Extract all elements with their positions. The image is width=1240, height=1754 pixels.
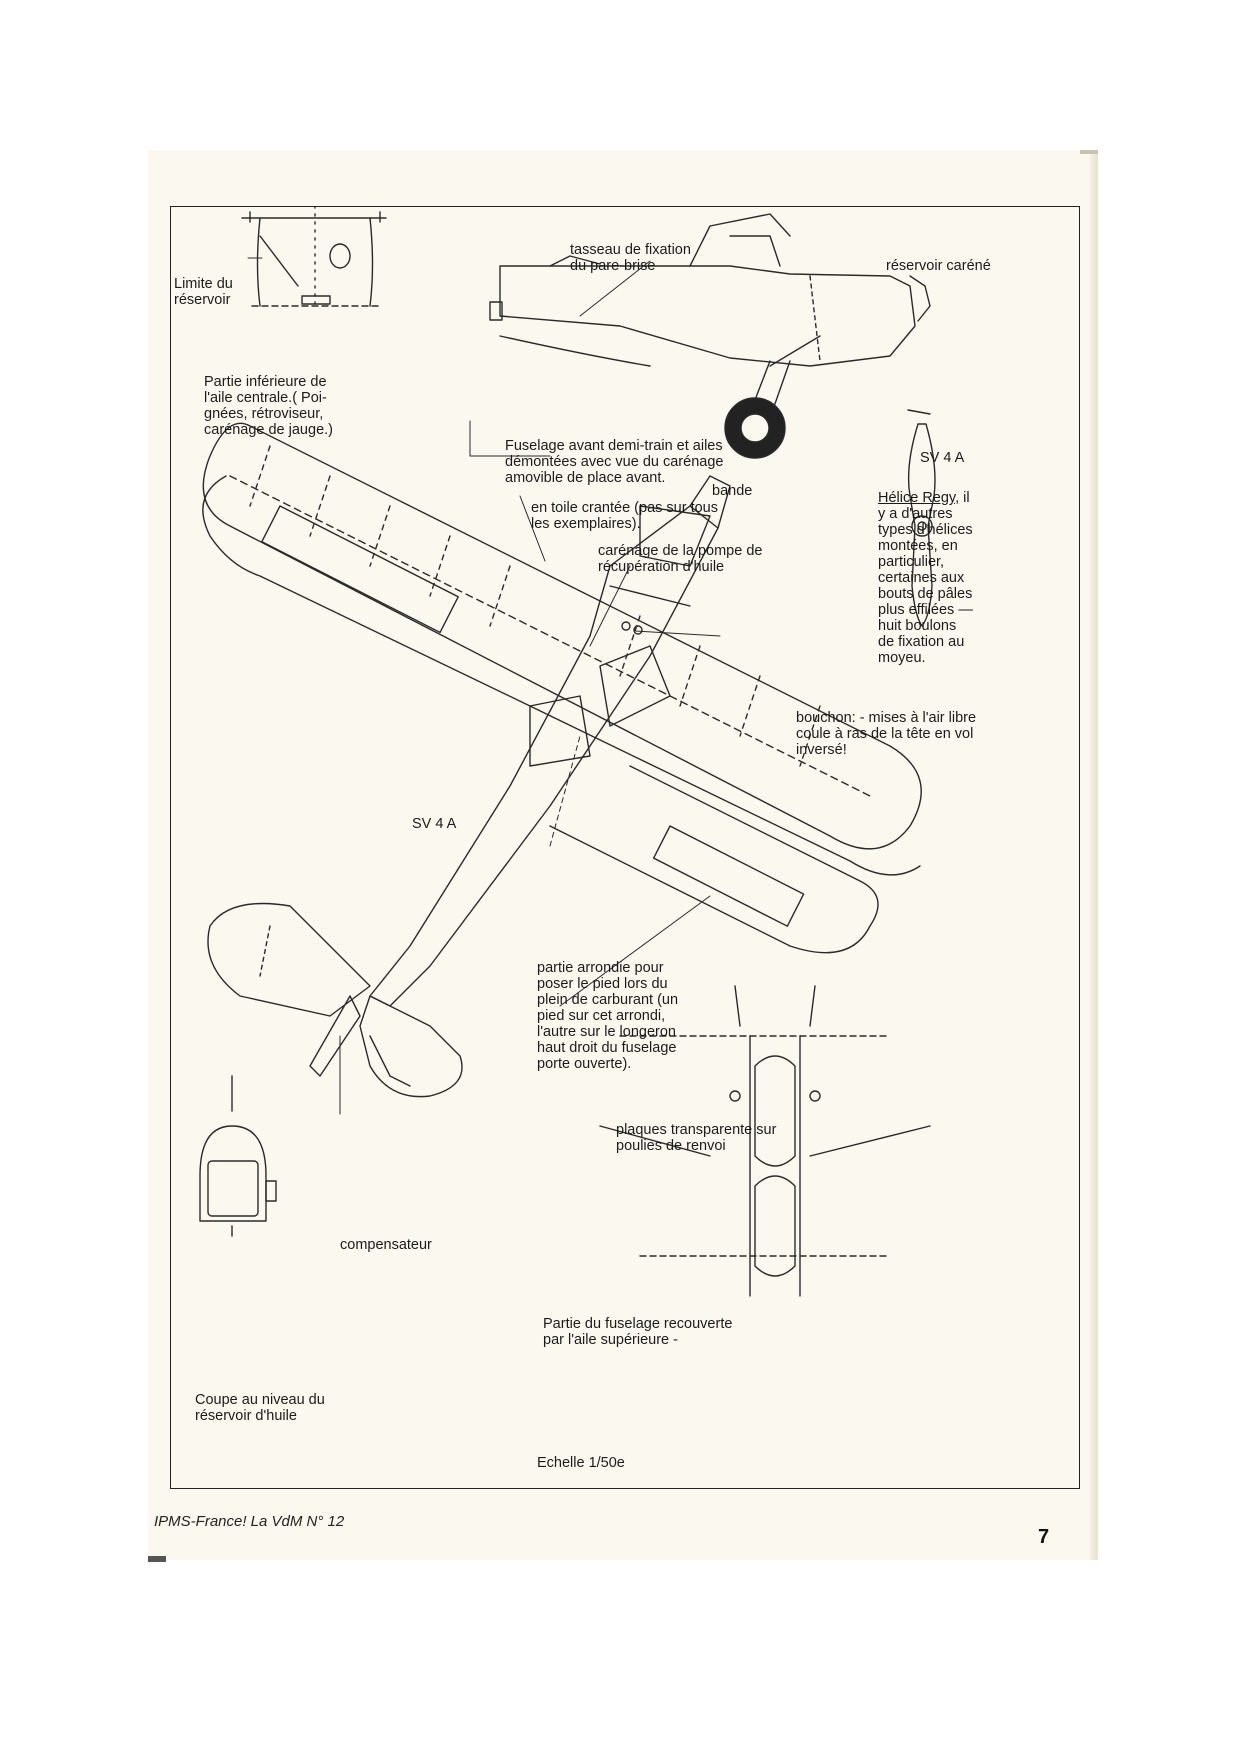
cockpit-fuselage-detail	[599, 985, 931, 1297]
label-bouchon: bouchon: - mises à l'air libre coule à r…	[796, 710, 977, 758]
leader-lines	[247, 257, 721, 1115]
label-fuselage-avant: Fuselage avant demi-train et ailes démon…	[505, 438, 724, 486]
upper-wing-plan	[202, 422, 922, 850]
label-partie-fuselage: Partie du fuselage recouverte par l'aile…	[543, 1316, 733, 1348]
label-sv4a-plan: SV 4 A	[412, 816, 457, 832]
page-sheet	[148, 150, 1098, 1560]
footer-source: IPMS-France! La VdM N° 12	[154, 1513, 345, 1530]
oil-tank-section	[199, 1075, 277, 1237]
lower-wing-plan	[202, 475, 921, 954]
label-carenage-pompe: carénage de la pompe de récupération d'h…	[598, 543, 763, 575]
label-partie-inferieure: Partie inférieure de l'aile centrale.( P…	[204, 374, 333, 438]
helice-text: il y a d'autres types d'hélices montées,…	[878, 490, 973, 666]
label-tasseau: tasseau de fixation du pare-brise	[570, 242, 691, 274]
label-limite-reservoir: Limite du réservoir	[174, 276, 233, 308]
fuselage-plan	[369, 475, 731, 1007]
helice-title: Hélice Regy,	[878, 490, 960, 506]
label-coupe: Coupe au niveau du réservoir d'huile	[195, 1392, 325, 1424]
page-corner	[1080, 150, 1098, 154]
page-edge	[1090, 150, 1098, 1560]
label-reservoir-carene: réservoir caréné	[886, 258, 991, 274]
binding-mark	[148, 1556, 166, 1562]
label-partie-arrondie: partie arrondie pour poser le pied lors …	[537, 960, 679, 1072]
propeller-detail	[907, 409, 936, 627]
label-compensateur: compensateur	[340, 1237, 432, 1253]
drawing-frame	[170, 206, 1080, 1489]
label-bande: bande	[712, 483, 753, 499]
page-number: 7	[1038, 1526, 1050, 1548]
tailplane-plan	[207, 902, 463, 1098]
label-plaques: plaques transparente sur poulies de renv…	[616, 1122, 777, 1154]
label-echelle: Echelle 1/50e	[537, 1455, 625, 1471]
fuselage-side-view	[489, 213, 931, 459]
label-helice: Hélice Regy, il y a d'autres types d'hél…	[878, 490, 991, 666]
aircraft-drawing	[199, 206, 936, 1297]
label-sv4a-side: SV 4 A	[920, 450, 965, 466]
centre-wing-underside-detail	[241, 206, 387, 307]
label-bande-text: en toile crantée (pas sur tous les exemp…	[531, 500, 718, 532]
